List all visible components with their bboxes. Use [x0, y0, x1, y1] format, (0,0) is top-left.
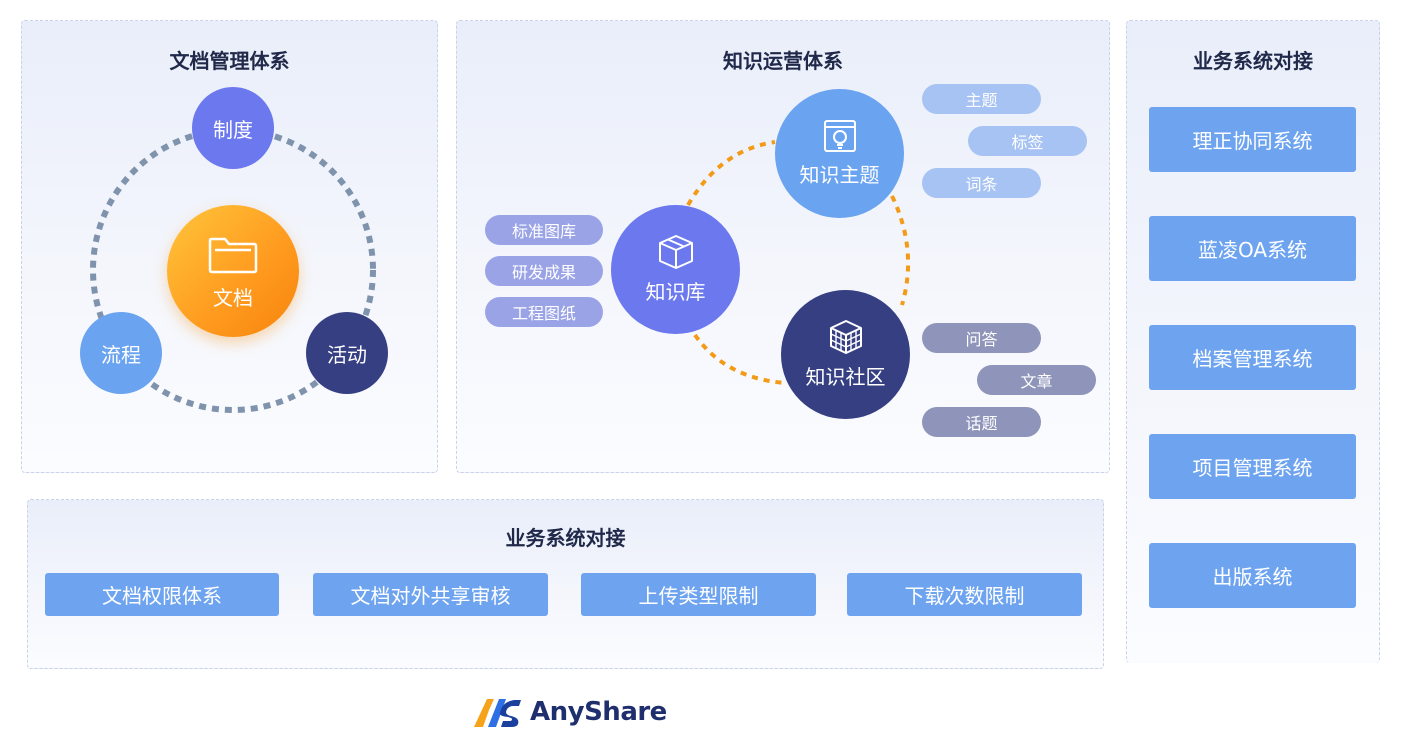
topic-item: 标签: [968, 126, 1087, 156]
knowledge-library-node: 知识库: [611, 205, 740, 334]
node-activity-label: 活动: [327, 342, 367, 367]
cube-grid-icon: [829, 319, 863, 355]
box-icon: [657, 234, 695, 270]
node-policy-label: 制度: [213, 117, 253, 142]
right-integration-title: 业务系统对接: [1193, 49, 1313, 73]
feature-button-download-limit[interactable]: 下载次数限制: [847, 573, 1082, 616]
library-item: 工程图纸: [485, 297, 603, 327]
node-policy: 制度: [192, 87, 274, 169]
knowledge-community-label: 知识社区: [805, 365, 886, 389]
knowledge-ops-title: 知识运营体系: [723, 49, 843, 73]
feature-button-upload-limit[interactable]: 上传类型限制: [581, 573, 816, 616]
library-item: 标准图库: [485, 215, 603, 245]
node-process-label: 流程: [101, 342, 141, 367]
folder-icon: [207, 232, 259, 276]
node-process: 流程: [80, 312, 162, 394]
doc-management-title: 文档管理体系: [169, 49, 290, 73]
anyshare-logo-icon: [474, 697, 522, 727]
doc-center-label: 文档: [213, 285, 253, 310]
community-item: 文章: [977, 365, 1096, 395]
topic-item: 主题: [922, 84, 1041, 114]
community-item: 问答: [922, 323, 1041, 353]
node-activity: 活动: [306, 312, 388, 394]
system-button-publishing[interactable]: 出版系统: [1149, 543, 1356, 608]
system-button-project[interactable]: 项目管理系统: [1149, 434, 1356, 499]
system-button-landray-oa[interactable]: 蓝凌OA系统: [1149, 216, 1356, 281]
knowledge-library-label: 知识库: [645, 280, 706, 304]
lightbulb-icon: [823, 119, 857, 153]
knowledge-topic-node: 知识主题: [775, 89, 904, 218]
library-item: 研发成果: [485, 256, 603, 286]
system-button-archive[interactable]: 档案管理系统: [1149, 325, 1356, 390]
topic-item: 词条: [922, 168, 1041, 198]
community-item: 话题: [922, 407, 1041, 437]
system-button-lizheng[interactable]: 理正协同系统: [1149, 107, 1356, 172]
knowledge-topic-label: 知识主题: [799, 163, 880, 187]
knowledge-community-node: 知识社区: [781, 290, 910, 419]
anyshare-brand-name: AnyShare: [530, 697, 667, 727]
anyshare-brand: AnyShare: [474, 694, 667, 730]
feature-button-share-review[interactable]: 文档对外共享审核: [313, 573, 548, 616]
doc-center-node: 文档: [167, 205, 299, 337]
feature-button-permission[interactable]: 文档权限体系: [45, 573, 279, 616]
bottom-integration-title: 业务系统对接: [505, 526, 626, 550]
